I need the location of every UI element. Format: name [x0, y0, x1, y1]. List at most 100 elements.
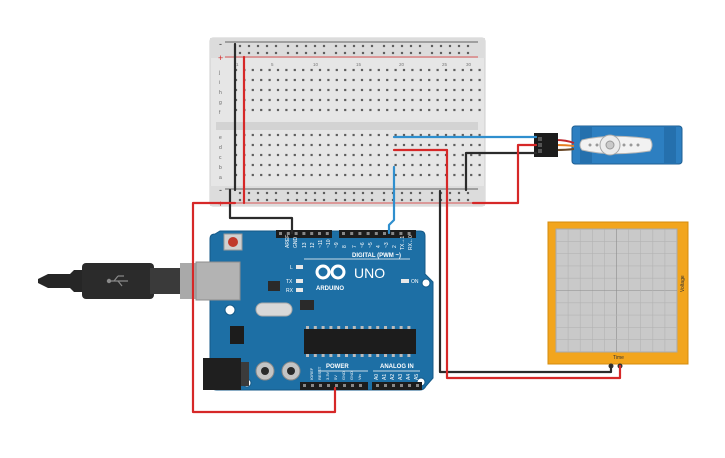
breadboard-hole [453, 88, 456, 92]
breadboard-hole [377, 88, 380, 92]
rail-hole [430, 191, 434, 195]
breadboard-hole [377, 153, 380, 157]
breadboard-hole [461, 98, 464, 102]
breadboard-hole [310, 78, 313, 82]
rail-hole [295, 51, 299, 55]
breadboard-hole [377, 173, 380, 177]
breadboard-hole [453, 173, 456, 177]
wire-red-breadboard-to-scope[interactable] [445, 148, 622, 380]
header-pin [408, 384, 411, 387]
breadboard-hole [436, 108, 439, 112]
breadboard-hole [377, 78, 380, 82]
servo-horn[interactable] [579, 134, 653, 156]
breadboard-hole [377, 163, 380, 167]
breadboard-hole [402, 68, 406, 72]
breadboard-hole [344, 153, 347, 157]
breadboard-hole [260, 78, 263, 82]
wire-blue-pin3-to-breadboard[interactable] [387, 165, 396, 235]
breadboard-hole [293, 78, 296, 82]
breadboard-hole [327, 108, 330, 112]
chip-pin [321, 326, 325, 329]
breadboard-hole [318, 163, 322, 167]
breadboard-hole [461, 153, 464, 157]
header-analog [372, 382, 422, 390]
breadboard-hole [318, 78, 322, 82]
breadboard-hole [419, 68, 422, 72]
rail-hole [286, 198, 290, 202]
breadboard-hole [419, 143, 422, 147]
wire-black-breadboard-to-servo[interactable] [464, 151, 538, 192]
breadboard-hole [386, 68, 389, 72]
breadboard-hole [369, 143, 372, 147]
breadboard-hole [470, 173, 473, 177]
breadboard-hole [369, 108, 372, 112]
breadboard-hole [428, 108, 431, 112]
wire-red-breadboard-to-servo[interactable] [471, 143, 538, 205]
rail-hole [448, 44, 452, 48]
pin-label-a2: A2 [390, 374, 396, 380]
breadboard-hole [335, 88, 338, 92]
rail-hole [247, 198, 251, 202]
breadboard-hole [436, 78, 439, 82]
chip-pin [360, 354, 364, 357]
col-number-30: 30 [466, 62, 472, 67]
breadboard-hole [402, 163, 406, 167]
chip-pin [399, 326, 403, 329]
rail-hole [382, 198, 386, 202]
rail-hole [256, 44, 260, 48]
breadboard-hole [411, 88, 414, 92]
breadboard-hole [352, 143, 355, 147]
wire-black-breadboard-to-scope[interactable] [438, 189, 613, 374]
header-pin [342, 232, 345, 235]
rail-plus-label-top: + [218, 53, 223, 63]
breadboard-hole [386, 143, 389, 147]
header-pin [391, 232, 395, 235]
breadboard-hole [470, 88, 473, 92]
breadboard-hole [285, 108, 288, 112]
chip-pin [368, 326, 372, 329]
rail-hole [238, 191, 242, 195]
rail-hole [322, 51, 326, 55]
rail-hole [400, 191, 404, 195]
breadboard-hole [285, 133, 288, 137]
row-label-i: i [219, 80, 220, 86]
breadboard-hole [335, 133, 338, 137]
breadboard-hole [327, 133, 330, 137]
breadboard-hole [335, 68, 338, 72]
rail-hole [322, 191, 326, 195]
wire-red-5v-to-rail[interactable] [191, 201, 337, 414]
breadboard-hole [310, 143, 313, 147]
analog-in-label: ANALOG IN [380, 364, 414, 370]
pin-label-3: ~3 [384, 242, 390, 248]
rail-hole [448, 198, 452, 202]
arduino-uno-board[interactable]: AREF GND 13 12 ~11 ~10 ~9 8 7 ~6 ~5 4 ~3… [195, 230, 434, 391]
row-label-d: d [219, 145, 222, 151]
header-pin [407, 232, 411, 235]
breadboard-hole [335, 78, 338, 82]
breadboard[interactable]: - + - + j i h g f e d c b a 1 5 10 15 20… [209, 37, 486, 209]
breadboard-hole [419, 98, 422, 102]
breadboard-hole [461, 108, 464, 112]
breadboard-hole [394, 153, 397, 157]
rail-hole [265, 51, 269, 55]
usb-cable[interactable] [38, 263, 204, 299]
breadboard-hole [276, 163, 280, 167]
breadboard-hole [453, 143, 456, 147]
rail-hole [322, 198, 326, 202]
reset-button[interactable] [223, 233, 243, 251]
breadboard-hole [293, 173, 296, 177]
pin-label-10: ~10 [326, 239, 332, 248]
breadboard-hole [318, 133, 322, 137]
pin-label-12: 12 [310, 242, 316, 248]
servo-motor[interactable] [534, 125, 683, 165]
oscilloscope[interactable]: Time Voltage [547, 221, 689, 369]
breadboard-hole [285, 173, 288, 177]
breadboard-hole [268, 98, 271, 102]
chip-pin [345, 354, 348, 357]
breadboard-hole [310, 133, 313, 137]
breadboard-hole [461, 173, 464, 177]
breadboard-hole [478, 98, 481, 102]
pin-label-0: RX←0 [408, 235, 414, 250]
breadboard-hole [470, 108, 473, 112]
